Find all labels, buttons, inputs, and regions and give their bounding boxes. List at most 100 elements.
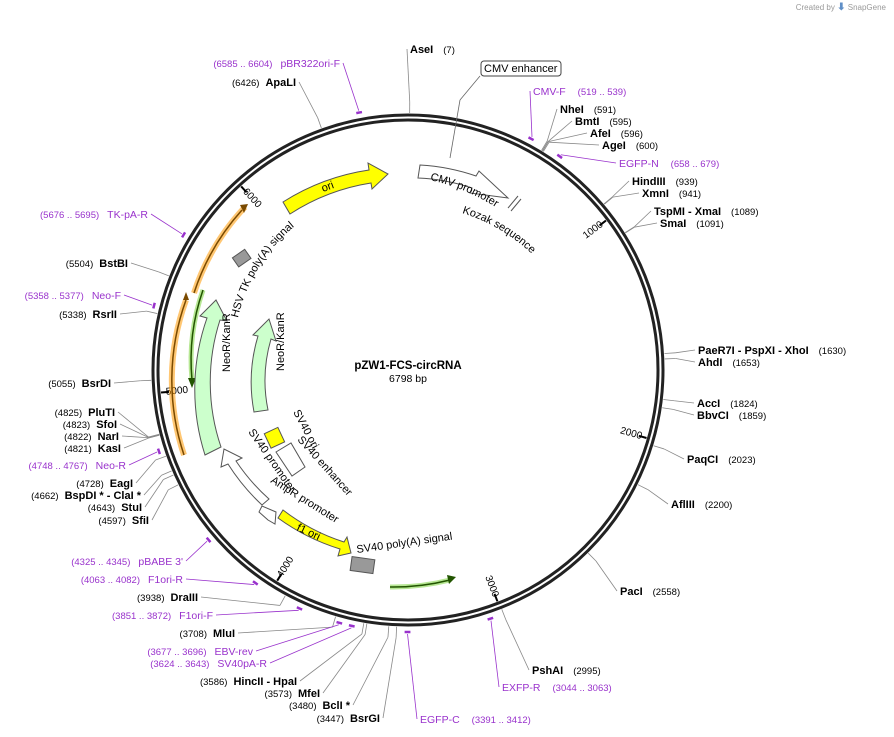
- primer-site[interactable]: EGFP-N(658 .. 679): [556, 153, 719, 170]
- enzyme-leader: [674, 400, 695, 404]
- cmv-promoter-arrow: [417, 164, 510, 199]
- enzyme-site[interactable]: PshAI(2995): [501, 609, 601, 677]
- enzyme-leader: [200, 596, 280, 606]
- enzyme-position: (7): [443, 45, 455, 56]
- enzyme-name: PluTI: [88, 407, 115, 419]
- enzyme-site[interactable]: XmnI(941): [604, 188, 701, 205]
- enzyme-leader: [151, 489, 169, 521]
- primer-bar: [356, 110, 363, 115]
- enzyme-name: SfoI: [96, 419, 117, 431]
- enzyme-name: AseI: [410, 44, 433, 56]
- enzyme-site[interactable]: AccI(1824): [663, 398, 758, 410]
- enzyme-name: PaeR7I - PspXI - XhoI: [698, 345, 809, 357]
- primer-leader: [150, 213, 183, 235]
- enzyme-leader: [634, 222, 658, 228]
- enzyme-tick: [364, 623, 368, 635]
- primer-site[interactable]: pBR322ori-F(6585 .. 6604): [213, 58, 363, 115]
- enzyme-site[interactable]: AflIII(2200): [637, 484, 732, 511]
- enzyme-tick: [663, 399, 675, 402]
- primer-range: (3391 .. 3412): [472, 715, 531, 726]
- enzyme-site[interactable]: MluI(3708): [180, 616, 336, 640]
- primer-site[interactable]: Neo-R(4748 .. 4767): [29, 448, 162, 472]
- enzyme-site[interactable]: NarI(4822): [64, 431, 160, 443]
- enzyme-site[interactable]: PluTI (4825): [55, 407, 160, 438]
- primer-bar: [156, 448, 162, 455]
- primer-site[interactable]: EXFP-R(3044 .. 3063): [487, 616, 612, 694]
- enzyme-tick: [541, 140, 548, 151]
- tick-mark-1000: [598, 219, 607, 227]
- enzyme-name: HindIII: [632, 176, 666, 188]
- enzyme-position: (5055): [48, 379, 75, 390]
- primer-name: EBV-rev: [214, 646, 253, 658]
- enzyme-site[interactable]: PaqCI(2023): [653, 445, 756, 466]
- enzyme-site[interactable]: BsrGI(3447): [317, 626, 398, 725]
- enzyme-name: BsrGI: [350, 713, 380, 725]
- primer-site[interactable]: EGFP-C(3391 .. 3412): [404, 630, 531, 726]
- enzyme-site[interactable]: AfeI(596): [542, 128, 643, 152]
- enzyme-site[interactable]: BsrDI(5055): [48, 378, 152, 390]
- primer-site[interactable]: EBV-rev (3677 .. 3696): [147, 620, 343, 658]
- enzyme-leader: [144, 479, 164, 508]
- enzyme-leader: [117, 411, 149, 438]
- tick-mark-3000: [493, 593, 499, 602]
- enzyme-site[interactable]: NheI(591): [541, 104, 617, 151]
- enzyme-site[interactable]: SmaI(1091): [625, 218, 724, 234]
- primer-site[interactable]: pBABE 3'(4325 .. 4345): [71, 536, 212, 568]
- enzyme-position: (591): [594, 105, 616, 116]
- enzyme-site[interactable]: MfeI(3573): [265, 623, 368, 700]
- enzyme-site[interactable]: BclI *(3480): [289, 626, 390, 712]
- enzyme-tick: [158, 271, 169, 277]
- enzyme-leader: [130, 262, 159, 273]
- enzyme-site[interactable]: HindIII(939): [603, 176, 698, 205]
- enzyme-site[interactable]: BspDI * - ClaI *(4662): [31, 470, 172, 502]
- enzyme-tick: [625, 226, 635, 234]
- enzyme-site[interactable]: ApaLI(6426): [232, 77, 322, 129]
- enzyme-site[interactable]: EagI (4728): [76, 455, 167, 490]
- neokan-outer-arrow: [194, 299, 228, 456]
- enzyme-site[interactable]: SfiI(4597): [98, 484, 179, 527]
- enzyme-leader: [595, 560, 618, 592]
- primer-site[interactable]: TK-pA-R (5676 .. 5695): [40, 209, 187, 238]
- cmv-enhancer-label: CMV enhancer: [484, 63, 558, 75]
- enzyme-site[interactable]: HincII - HpaI(3586): [200, 623, 365, 688]
- enzyme-tick: [637, 484, 649, 490]
- enzyme-site[interactable]: SfoI(4823): [63, 419, 160, 438]
- primer-site[interactable]: SV40pA-R(3624 .. 3643): [150, 624, 355, 670]
- enzyme-position: (4728): [76, 479, 103, 490]
- enzyme-site[interactable]: AseI (7): [406, 44, 455, 114]
- enzyme-site[interactable]: PaeR7I - PspXI - XhoI(1630): [664, 345, 846, 357]
- primer-site[interactable]: CMV-F(519 .. 539): [527, 86, 626, 142]
- enzyme-position: (3938): [137, 593, 164, 604]
- enzyme-position: (4825): [55, 408, 82, 419]
- primer-site[interactable]: F1ori-F(3851 .. 3872): [112, 606, 303, 622]
- primer-range: (3677 .. 3696): [147, 647, 206, 658]
- neokan-inner-arrow: [250, 318, 277, 413]
- primer-range: (5676 .. 5695): [40, 210, 99, 221]
- enzyme-site[interactable]: TspMI - XmaI(1089): [624, 206, 759, 233]
- enzyme-site[interactable]: AgeI(600): [542, 140, 658, 152]
- enzyme-site[interactable]: PacI(2558): [587, 552, 680, 598]
- enzyme-site[interactable]: DraIII(3938): [137, 592, 286, 606]
- sv40-ori-box: [263, 426, 286, 449]
- enzyme-site[interactable]: RsrII(5338): [59, 309, 158, 321]
- orange-arc-outer-lower-line: [171, 299, 187, 456]
- enzyme-name: BbvCI: [697, 410, 729, 422]
- enzyme-site[interactable]: StuI(4643): [88, 474, 174, 514]
- ori-label: ori: [320, 179, 336, 194]
- enzyme-site[interactable]: BbvCI(1859): [662, 407, 766, 422]
- enzyme-position: (2200): [705, 500, 732, 511]
- enzyme-leader: [406, 48, 411, 103]
- kozak-label: Kozak sequence: [461, 204, 538, 256]
- primer-name: CMV-F: [533, 86, 566, 98]
- enzyme-site[interactable]: BstBI(5504): [66, 258, 169, 277]
- enzyme-position: (595): [609, 117, 631, 128]
- enzyme-site[interactable]: AhdI(1653): [664, 357, 760, 369]
- sv40-enhancer-box: [275, 442, 306, 477]
- primer-site[interactable]: Neo-F(5358 .. 5377): [25, 290, 156, 309]
- primer-site[interactable]: F1ori-R(4063 .. 4082): [81, 574, 259, 586]
- enzyme-name: EagI: [110, 478, 133, 490]
- primer-name: TK-pA-R: [107, 209, 148, 221]
- orange-arc-lower-head: [183, 292, 189, 300]
- enzyme-leader: [123, 437, 149, 449]
